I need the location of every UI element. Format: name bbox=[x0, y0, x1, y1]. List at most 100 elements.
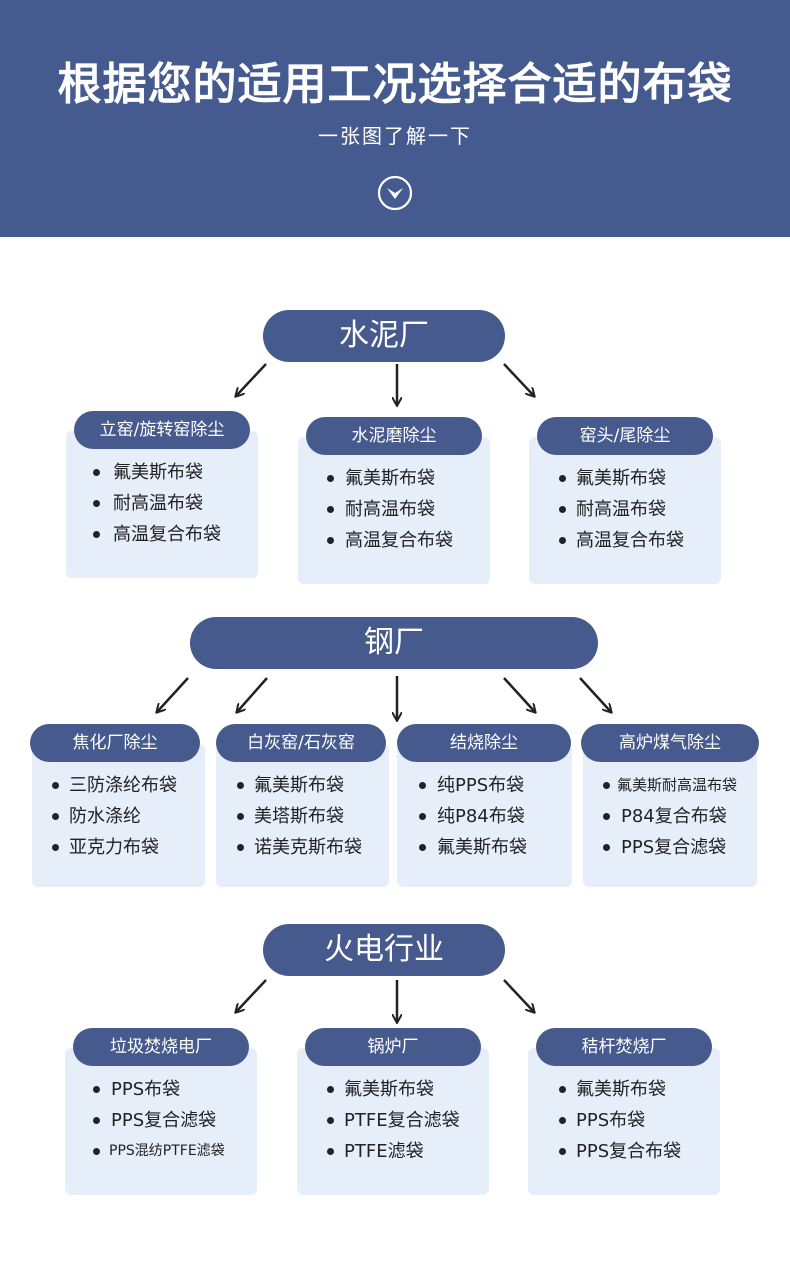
arrow-down-left-icon bbox=[236, 979, 267, 1012]
list-item: 氟美斯布袋 bbox=[397, 832, 572, 863]
list-item: PPS布袋 bbox=[65, 1074, 257, 1105]
bullet-icon bbox=[419, 813, 426, 820]
bullet-icon bbox=[559, 1117, 566, 1124]
list-item: 氟美斯布袋 bbox=[297, 1074, 489, 1105]
bullet-icon bbox=[52, 844, 59, 851]
card-cement-mill: 水泥磨除尘 氟美斯布袋 耐高温布袋 高温复合布袋 bbox=[298, 417, 490, 584]
list-item: 纯P84布袋 bbox=[397, 801, 572, 832]
arrow-down-left-icon bbox=[236, 363, 267, 396]
bullet-icon bbox=[93, 1086, 100, 1093]
list-item: PPS混纺PTFE滤袋 bbox=[65, 1136, 257, 1167]
list-item: 耐高温布袋 bbox=[298, 494, 490, 525]
card-waste-incineration: 垃圾焚烧电厂 PPS布袋 PPS复合滤袋 PPS混纺PTFE滤袋 bbox=[65, 1028, 257, 1195]
arrow-down-left-icon bbox=[157, 677, 189, 712]
bullet-icon bbox=[559, 1086, 566, 1093]
bullet-icon bbox=[327, 475, 334, 482]
list-item: 耐高温布袋 bbox=[529, 494, 721, 525]
card-coking-plant: 焦化厂除尘 三防涤纶布袋 防水涤纶 亚克力布袋 bbox=[24, 724, 205, 887]
list-item: 氟美斯布袋 bbox=[528, 1074, 720, 1105]
card-body bbox=[32, 744, 205, 887]
bullet-icon bbox=[559, 537, 566, 544]
card-body bbox=[216, 744, 389, 887]
list-item: PPS复合滤袋 bbox=[65, 1105, 257, 1136]
list-item: 亚克力布袋 bbox=[24, 832, 205, 863]
bullet-icon bbox=[93, 500, 100, 507]
bullet-icon bbox=[237, 844, 244, 851]
card-list: PPS布袋 PPS复合滤袋 PPS混纺PTFE滤袋 bbox=[65, 1074, 257, 1167]
card-vertical-kiln: 立窑/旋转窑除尘 氟美斯布袋 耐高温布袋 高温复合布袋 bbox=[66, 411, 258, 578]
bullet-icon bbox=[603, 844, 610, 851]
bullet-icon bbox=[559, 1148, 566, 1155]
bullet-icon bbox=[52, 813, 59, 820]
card-list: 氟美斯布袋 耐高温布袋 高温复合布袋 bbox=[529, 463, 721, 556]
list-item: 纯PPS布袋 bbox=[397, 770, 572, 801]
list-item: PTFE复合滤袋 bbox=[297, 1105, 489, 1136]
bullet-icon bbox=[327, 1086, 334, 1093]
bullet-icon bbox=[327, 1148, 334, 1155]
bullet-icon bbox=[603, 782, 610, 789]
bullet-icon bbox=[93, 1117, 100, 1124]
page-subtitle: 一张图了解一下 bbox=[318, 124, 472, 148]
card-list: 氟美斯布袋 美塔斯布袋 诺美克斯布袋 bbox=[216, 770, 389, 863]
bullet-icon bbox=[327, 506, 334, 513]
bullet-icon bbox=[237, 782, 244, 789]
card-list: 三防涤纶布袋 防水涤纶 亚克力布袋 bbox=[24, 770, 205, 863]
list-item: 高温复合布袋 bbox=[529, 525, 721, 556]
bullet-icon bbox=[559, 475, 566, 482]
list-item: 氟美斯布袋 bbox=[529, 463, 721, 494]
list-item: PPS复合滤袋 bbox=[581, 832, 759, 863]
card-body bbox=[397, 744, 572, 887]
bullet-icon bbox=[52, 782, 59, 789]
card-title: 立窑/旋转窑除尘 bbox=[74, 411, 250, 449]
list-item: 防水涤纶 bbox=[24, 801, 205, 832]
card-list: 氟美斯布袋 PPS布袋 PPS复合布袋 bbox=[528, 1074, 720, 1167]
list-item: 诺美克斯布袋 bbox=[216, 832, 389, 863]
card-straw-incineration: 秸杆焚烧厂 氟美斯布袋 PPS布袋 PPS复合布袋 bbox=[528, 1028, 720, 1195]
section-label: 钢厂 bbox=[364, 625, 424, 660]
bullet-icon bbox=[419, 782, 426, 789]
card-list: 氟美斯布袋 耐高温布袋 高温复合布袋 bbox=[298, 463, 490, 556]
chevron-down-circle-icon[interactable] bbox=[377, 175, 413, 211]
card-title: 窑头/尾除尘 bbox=[537, 417, 713, 455]
bullet-icon bbox=[419, 844, 426, 851]
section-pill-thermal-power: 火电行业 bbox=[263, 924, 505, 976]
card-title: 水泥磨除尘 bbox=[306, 417, 482, 455]
section-label: 水泥厂 bbox=[339, 318, 429, 353]
list-item: 美塔斯布袋 bbox=[216, 801, 389, 832]
list-item: 氟美斯布袋 bbox=[216, 770, 389, 801]
section-pill-cement: 水泥厂 bbox=[263, 310, 505, 362]
card-list: 氟美斯耐高温布袋 P84复合布袋 PPS复合滤袋 bbox=[581, 770, 759, 863]
card-list: 氟美斯布袋 耐高温布袋 高温复合布袋 bbox=[66, 457, 258, 550]
card-title: 焦化厂除尘 bbox=[30, 724, 200, 762]
list-item: 高温复合布袋 bbox=[66, 519, 258, 550]
list-item: PTFE滤袋 bbox=[297, 1136, 489, 1167]
arrow-down-right-icon bbox=[579, 677, 611, 712]
card-blast-furnace-gas: 高炉煤气除尘 氟美斯耐高温布袋 P84复合布袋 PPS复合滤袋 bbox=[581, 724, 759, 887]
page-title: 根据您的适用工况选择合适的布袋 bbox=[57, 59, 733, 110]
header-banner: 根据您的适用工况选择合适的布袋 一张图了解一下 bbox=[0, 0, 790, 237]
bullet-icon bbox=[603, 813, 610, 820]
list-item: 氟美斯耐高温布袋 bbox=[581, 770, 759, 801]
list-item: PPS复合布袋 bbox=[528, 1136, 720, 1167]
card-title: 结烧除尘 bbox=[397, 724, 571, 762]
card-lime-kiln: 白灰窑/石灰窑 氟美斯布袋 美塔斯布袋 诺美克斯布袋 bbox=[216, 724, 389, 887]
bullet-icon bbox=[327, 1117, 334, 1124]
list-item: P84复合布袋 bbox=[581, 801, 759, 832]
section-label: 火电行业 bbox=[324, 932, 444, 967]
card-title: 高炉煤气除尘 bbox=[581, 724, 759, 762]
bullet-icon bbox=[237, 813, 244, 820]
bullet-icon bbox=[327, 537, 334, 544]
arrow-down-left-icon bbox=[237, 677, 268, 712]
list-item: 氟美斯布袋 bbox=[66, 457, 258, 488]
card-list: 氟美斯布袋 PTFE复合滤袋 PTFE滤袋 bbox=[297, 1074, 489, 1167]
card-kiln-head-tail: 窑头/尾除尘 氟美斯布袋 耐高温布袋 高温复合布袋 bbox=[529, 417, 721, 584]
card-boiler-plant: 锅炉厂 氟美斯布袋 PTFE复合滤袋 PTFE滤袋 bbox=[297, 1028, 489, 1195]
bullet-icon bbox=[93, 469, 100, 476]
card-title: 锅炉厂 bbox=[305, 1028, 481, 1066]
card-title: 秸杆焚烧厂 bbox=[536, 1028, 712, 1066]
card-title: 白灰窑/石灰窑 bbox=[216, 724, 386, 762]
bullet-icon bbox=[559, 506, 566, 513]
card-body bbox=[583, 744, 757, 887]
list-item: 高温复合布袋 bbox=[298, 525, 490, 556]
bullet-icon bbox=[93, 1148, 100, 1155]
